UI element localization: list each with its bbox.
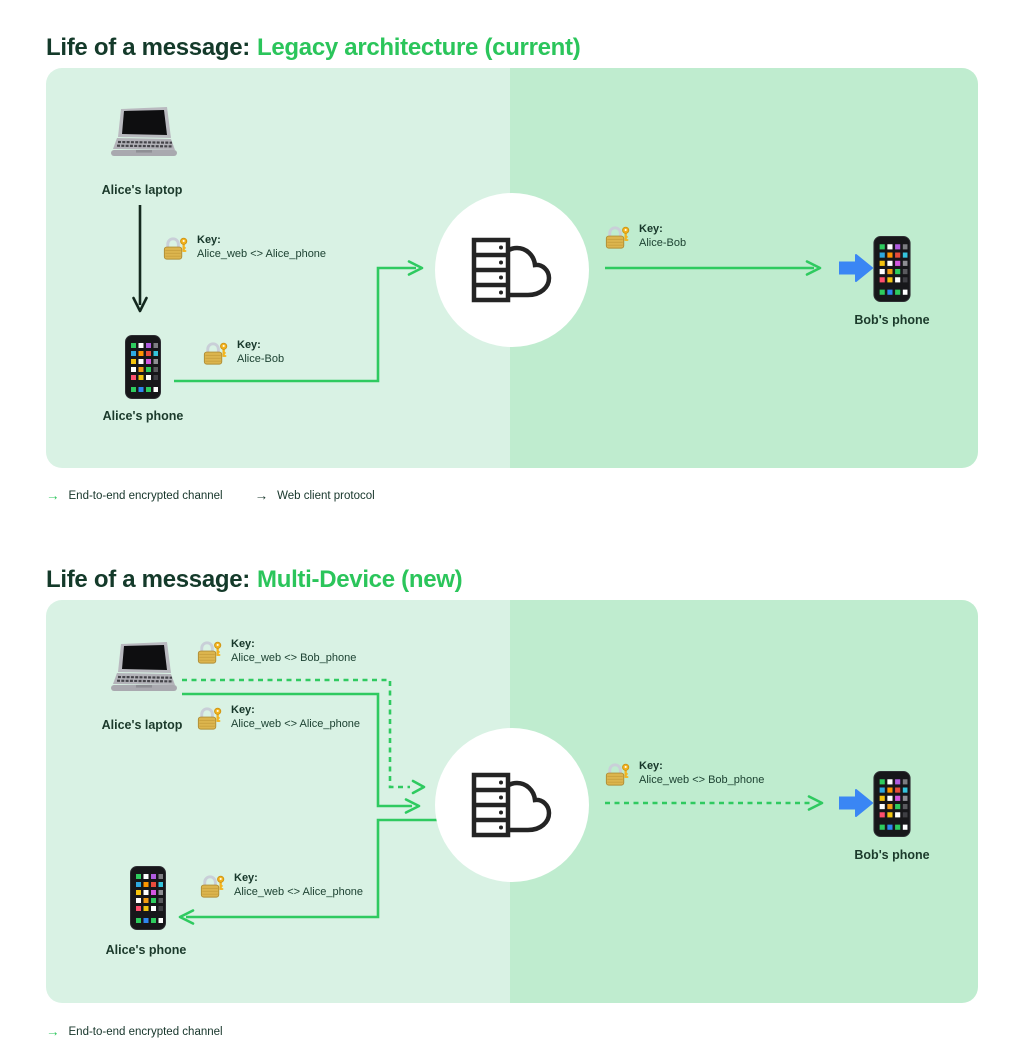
legacy-architecture-panel: Alice's laptop Key: Alice_web <> Alice_p…: [46, 68, 978, 468]
key-label: Key:: [237, 339, 261, 351]
lock-key-icon: [202, 341, 228, 366]
key-value: Alice_web <> Bob_phone: [639, 773, 765, 786]
laptop-icon: [109, 107, 179, 158]
blue-arrow-icon: [839, 789, 873, 817]
legend-item-web-client: → Web client protocol: [255, 488, 375, 503]
key-text: Key: Alice-Bob: [639, 223, 686, 250]
key-value: Alice_web <> Alice_phone: [197, 247, 327, 260]
blue-arrow-icon: [839, 254, 873, 282]
bob-phone-icon: [873, 236, 911, 302]
key-text: Key: Alice_web <> Alice_phone: [197, 234, 326, 261]
alice-laptop-label: Alice's laptop: [101, 718, 183, 732]
key-value: Alice_web <> Alice_phone: [231, 717, 361, 730]
key-value: Alice-Bob: [639, 236, 687, 249]
title-highlight: Legacy architecture (current): [257, 34, 581, 62]
key-badge-web-phone-bottom: Key: Alice_web <> Alice_phone: [198, 872, 363, 900]
key-label: Key:: [639, 760, 663, 772]
diagram2-title: Life of a message:Multi-Device (new): [46, 566, 463, 594]
bob-phone-icon: [873, 771, 911, 837]
key-badge-web-phone-top: Key: Alice_web <> Alice_phone: [195, 704, 360, 732]
key-text: Key: Alice-Bob: [237, 339, 284, 366]
server-cloud-icon: [468, 767, 556, 843]
lock-key-icon: [604, 762, 630, 787]
alice-phone-icon: [125, 335, 161, 399]
legend-item-e2e: → End-to-end encrypted channel: [46, 488, 223, 503]
key-text: Key: Alice_web <> Alice_phone: [234, 872, 363, 899]
key-text: Key: Alice_web <> Bob_phone: [639, 760, 764, 787]
key-value: Alice_web <> Alice_phone: [234, 885, 364, 898]
key-label: Key:: [231, 638, 255, 650]
key-badge-laptop-phone: Key: Alice_web <> Alice_phone: [161, 234, 326, 262]
green-arrow-icon: →: [46, 488, 60, 503]
bob-phone-label: Bob's phone: [854, 848, 930, 862]
green-arrow-icon: →: [46, 1024, 60, 1039]
lock-key-icon: [199, 874, 225, 899]
server-node: [435, 193, 589, 347]
legend-label: Web client protocol: [277, 489, 375, 502]
lock-key-icon: [604, 225, 630, 250]
alice-laptop-label: Alice's laptop: [101, 183, 183, 197]
laptop-icon: [109, 642, 179, 693]
alice-phone-icon: [130, 866, 166, 930]
server-node: [435, 728, 589, 882]
dark-arrow-icon: →: [254, 488, 269, 503]
legend-diagram1: → End-to-end encrypted channel → Web cli…: [46, 488, 375, 503]
lock-key-icon: [196, 706, 222, 731]
key-value: Alice-Bob: [237, 352, 285, 365]
title-highlight: Multi-Device (new): [257, 566, 463, 594]
legend-label: End-to-end encrypted channel: [68, 489, 223, 502]
title-prefix: Life of a message:: [46, 34, 251, 62]
alice-phone-label: Alice's phone: [105, 943, 187, 957]
key-text: Key: Alice_web <> Bob_phone: [231, 638, 356, 665]
key-label: Key:: [234, 872, 258, 884]
diagram1-title: Life of a message:Legacy architecture (c…: [46, 34, 581, 62]
legend-item-e2e: → End-to-end encrypted channel: [46, 1024, 223, 1039]
key-badge-alice-bob-right: Key: Alice-Bob: [603, 223, 686, 251]
alice-phone-label: Alice's phone: [102, 409, 184, 423]
key-value: Alice_web <> Bob_phone: [231, 651, 357, 664]
server-cloud-icon: [468, 232, 556, 308]
legend-label: End-to-end encrypted channel: [68, 1025, 223, 1038]
key-badge-web-bob-top: Key: Alice_web <> Bob_phone: [195, 638, 356, 666]
multi-device-panel: Alice's laptop Key: Alice_web <> Bob_pho…: [46, 600, 978, 1003]
legend-diagram2: → End-to-end encrypted channel: [46, 1024, 223, 1039]
key-badge-alice-bob-left: Key: Alice-Bob: [201, 339, 284, 367]
lock-key-icon: [162, 236, 188, 261]
key-label: Key:: [197, 234, 221, 246]
key-label: Key:: [639, 223, 663, 235]
key-text: Key: Alice_web <> Alice_phone: [231, 704, 360, 731]
bob-phone-label: Bob's phone: [854, 313, 930, 327]
key-badge-web-bob-right: Key: Alice_web <> Bob_phone: [603, 760, 764, 788]
title-prefix: Life of a message:: [46, 566, 251, 594]
lock-key-icon: [196, 640, 222, 665]
key-label: Key:: [231, 704, 255, 716]
